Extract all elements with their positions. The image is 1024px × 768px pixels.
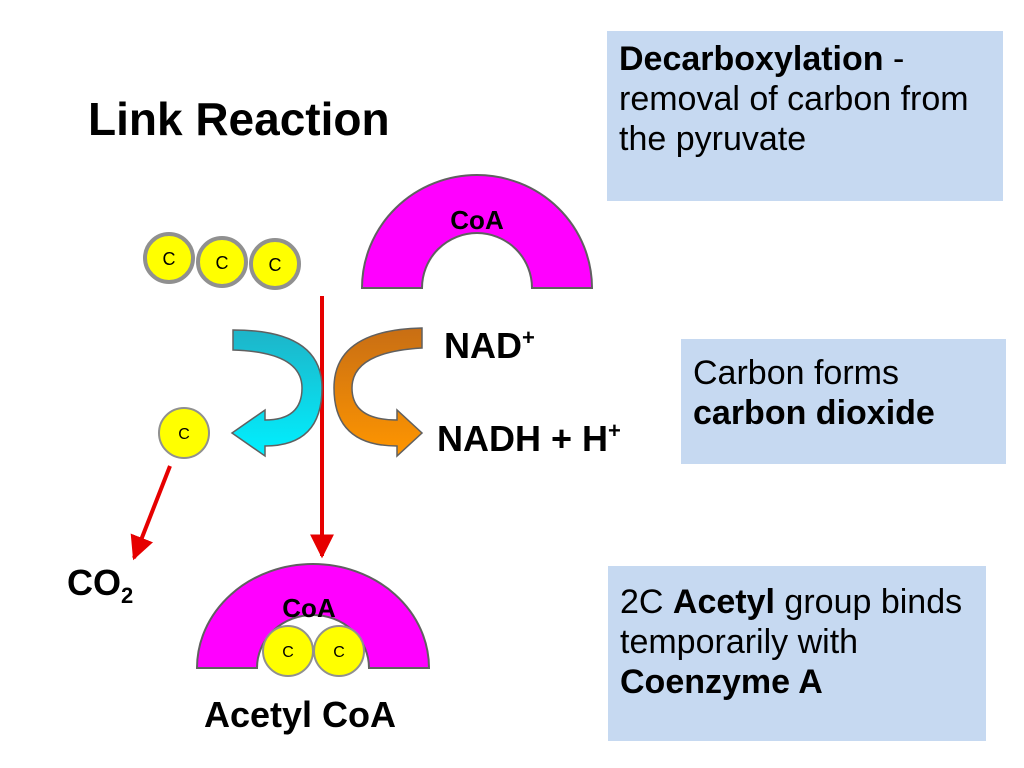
decarboxylation-term: Decarboxylation (619, 40, 884, 78)
nadh-label: NADH + H+ (437, 418, 621, 459)
pyruvate-carbons: C C C (143, 232, 301, 290)
orange-curved-arrow (333, 327, 424, 458)
released-carbon-label: C (178, 426, 190, 443)
coa-bottom-shape (195, 563, 431, 669)
carbon-atom-label: C (163, 249, 176, 269)
acetyl-carbon-atom (313, 625, 365, 677)
nad-label: NAD+ (444, 325, 535, 366)
coa-top-label: CoA (450, 205, 504, 235)
carbon-atom (249, 238, 301, 290)
carbon-atom (196, 236, 248, 288)
red-arrow-co2 (130, 465, 172, 561)
released-carbon-atom (158, 407, 210, 459)
carbon-atom-label: C (216, 253, 229, 273)
acetyl-pre: 2C (620, 583, 673, 621)
carbon-atom-label: C (269, 255, 282, 275)
carbon-atom (143, 232, 195, 284)
coa-top-shape (360, 174, 594, 289)
coenzyme-a-term: Coenzyme A (620, 663, 823, 701)
nadh-superscript: + (608, 418, 621, 443)
slide-title: Link Reaction (88, 93, 390, 145)
coa-bottom-label: CoA (282, 593, 336, 623)
nad-superscript: + (522, 325, 535, 350)
acetyl-group-box: 2C Acetyl group binds temporarily with C… (608, 566, 986, 741)
cyan-curved-arrow (230, 329, 323, 458)
decarboxylation-box: Decarboxylation - removal of carbon from… (607, 31, 1003, 201)
carbon-dioxide-box: Carbon forms carbon dioxide (681, 339, 1006, 464)
acetyl-term: Acetyl (672, 583, 775, 621)
acetyl-carbon-label: C (282, 644, 294, 661)
acetyl-mid: group binds temporarily with (620, 583, 963, 661)
decarboxylation-dash: - (883, 40, 905, 78)
acetyl-carbon-label: C (333, 644, 345, 661)
co2-subscript: 2 (121, 583, 134, 609)
carbon-forms-text: Carbon forms (693, 354, 899, 392)
acetyl-coa-label: Acetyl CoA (204, 694, 397, 735)
decarboxylation-desc: removal of carbon from the pyruvate (619, 80, 969, 158)
carbon-dioxide-term: carbon dioxide (693, 394, 935, 432)
co2-label: CO2 (67, 562, 134, 609)
